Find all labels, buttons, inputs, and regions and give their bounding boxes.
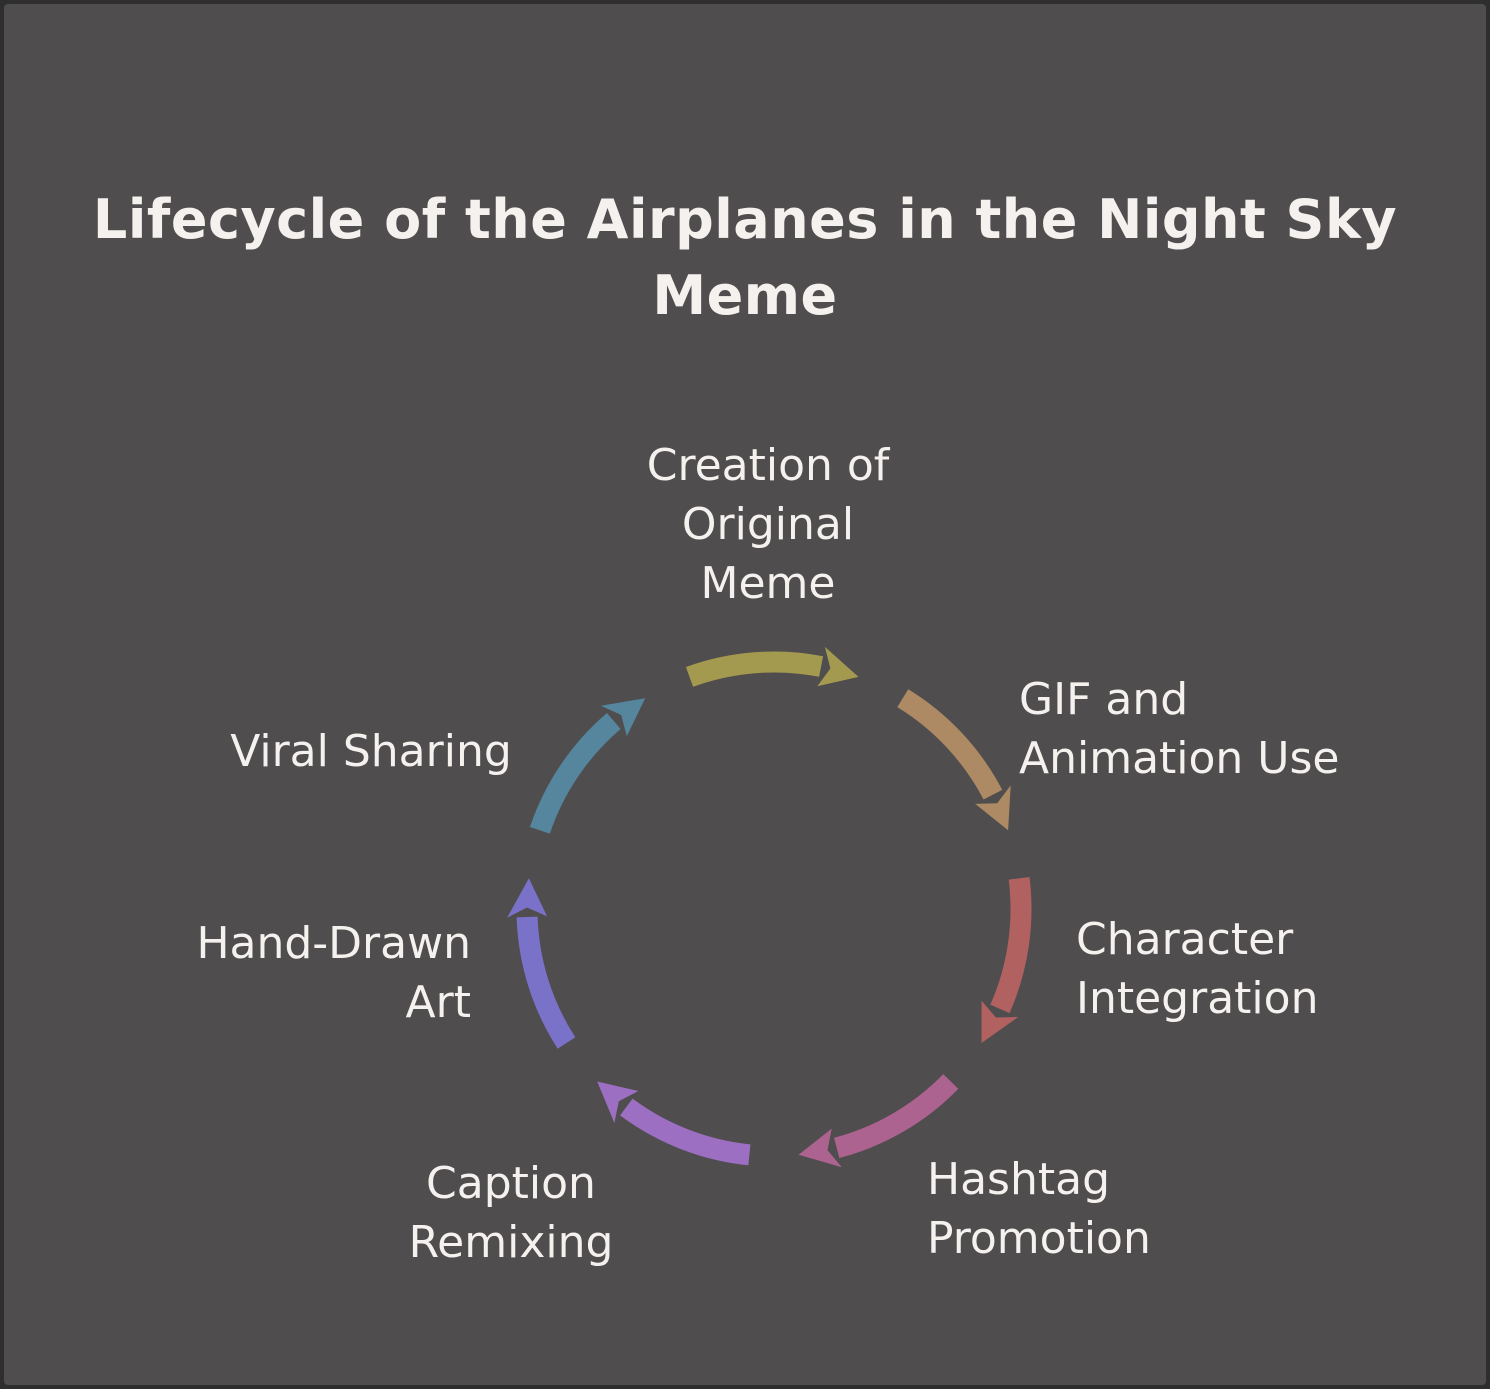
stage-label-hashtag-promotion: Hashtag Promotion xyxy=(927,1154,1151,1264)
cycle-arrow-6 xyxy=(529,698,646,834)
stage-label-gif-and-animation-use: GIF and Animation Use xyxy=(1019,674,1340,784)
diagram-title: Lifecycle of the Airplanes in the Night … xyxy=(92,188,1398,327)
stage-label-caption-remixing: Caption Remixing xyxy=(408,1158,614,1268)
cycle-arrow-1 xyxy=(897,689,1011,831)
stage-label-creation-of-original-meme: Creation of Original Meme xyxy=(646,440,890,609)
cycle-arrows-svg xyxy=(507,646,1032,1168)
stage-label-viral-sharing: Viral Sharing xyxy=(230,726,512,777)
cycle-arrow-4 xyxy=(597,1081,751,1166)
stage-label-hand-drawn-art: Hand-Drawn Art xyxy=(196,918,471,1028)
cycle-arrow-3 xyxy=(798,1074,959,1168)
cycle-arrow-2 xyxy=(981,876,1032,1043)
cycle-arrow-5 xyxy=(507,878,576,1049)
cycle-arrow-0 xyxy=(685,646,859,687)
stage-label-character-integration: Character Integration xyxy=(1076,914,1319,1024)
